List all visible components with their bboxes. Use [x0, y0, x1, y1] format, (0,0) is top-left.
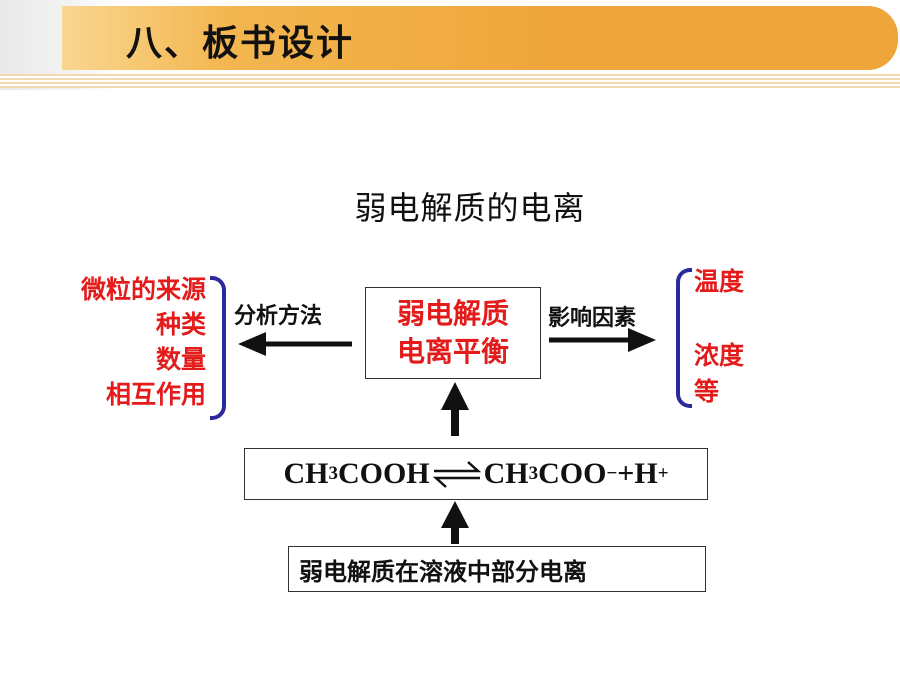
up-arrow-icon: [441, 382, 469, 436]
center-box: 弱电解质 电离平衡: [365, 287, 541, 379]
center-line-1: 弱电解质: [396, 297, 509, 330]
right-arrow-icon: [549, 328, 656, 352]
list-item: 微粒的来源: [80, 275, 206, 304]
left-list: 微粒的来源 种类 数量 相互作用: [40, 272, 206, 412]
list-item: 浓度: [694, 341, 745, 370]
list-item: 种类: [155, 310, 206, 339]
up-arrow-icon: [441, 501, 469, 544]
analysis-method-label: 分析方法: [234, 304, 323, 329]
main-title: 弱电解质的电离: [354, 189, 586, 227]
header-stripe: [0, 74, 900, 88]
right-bracket: [676, 268, 692, 408]
list-item: 等: [694, 377, 720, 406]
slide-title: 八、板书设计: [126, 23, 355, 64]
partial-ionization-box: 弱电解质在溶液中部分电离: [288, 546, 706, 592]
list-item: 温度: [694, 267, 745, 296]
left-bracket: [210, 276, 226, 420]
center-line-2: 电离平衡: [396, 335, 509, 368]
list-item: 相互作用: [105, 380, 206, 409]
reversible-arrow-icon: [432, 461, 481, 488]
header-bar: [62, 6, 898, 70]
list-item: 数量: [155, 345, 206, 374]
eq-left-rest: COOH: [337, 457, 430, 490]
eq-left: CH: [283, 457, 329, 490]
eq-right-rest: COO: [538, 457, 607, 490]
influencing-factors-label: 影响因素: [548, 306, 637, 331]
left-arrow-icon: [238, 332, 352, 356]
header-banner: 八、板书设计: [0, 0, 900, 92]
eq-right: CH: [483, 457, 529, 490]
eq-plus: +H: [617, 457, 658, 490]
